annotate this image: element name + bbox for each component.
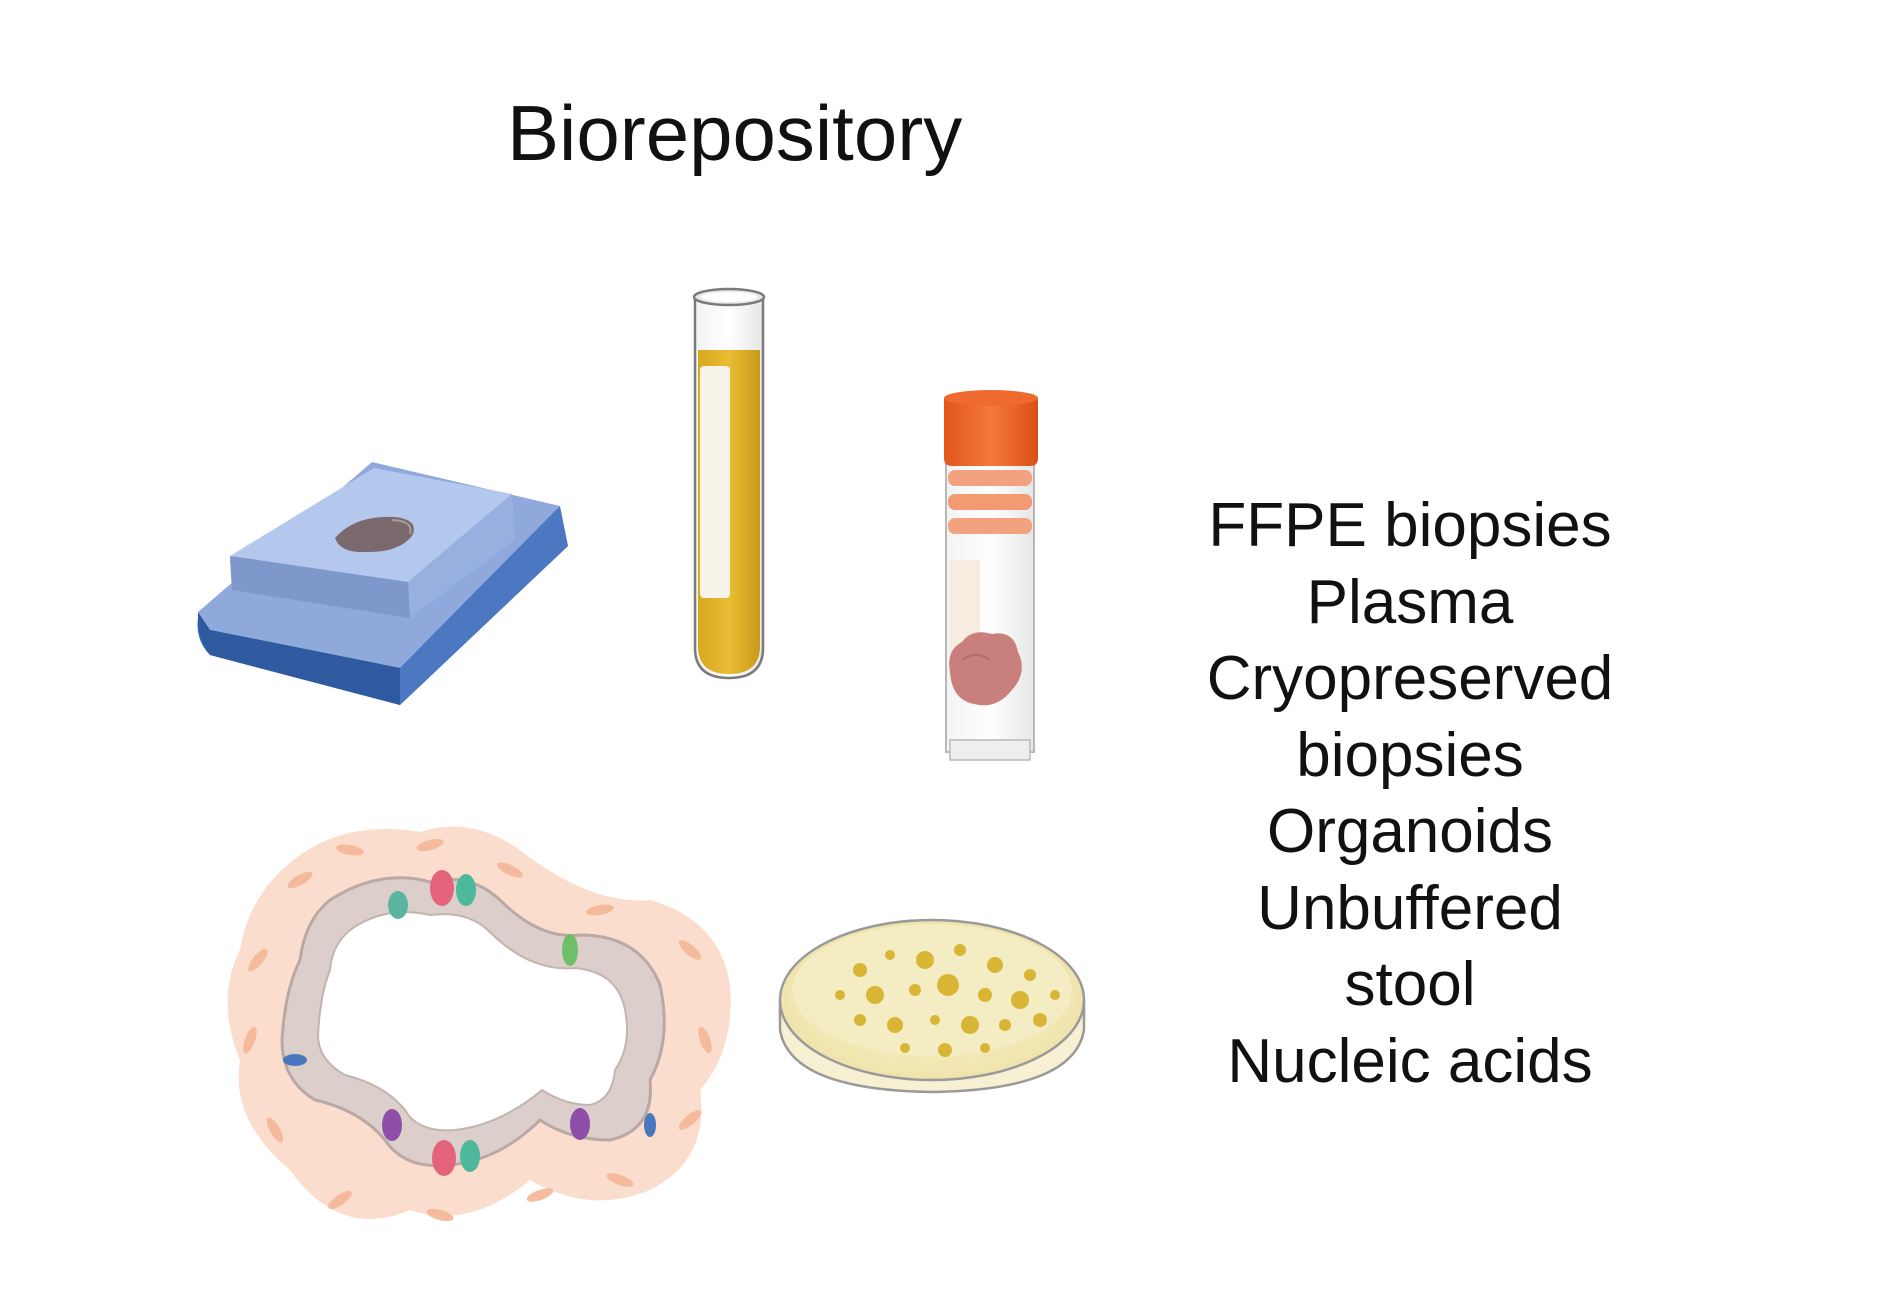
list-item: Cryopreserved [1206,644,1614,713]
list-item: Unbuffered [1257,873,1563,943]
cryovial-icon [944,390,1038,761]
sample-type-list: FFPE biopsies Plasma Cryopreserved biops… [1150,488,1670,1100]
tissue-slide-icon [197,462,568,705]
organoid-icon [227,826,731,1222]
list-item: Organoids [1266,797,1554,866]
petri-dish-icon [778,918,1086,1094]
list-item: biopsies [1296,720,1524,790]
list-item: Nucleic acids [1227,1026,1593,1096]
list-item: FFPE biopsies [1208,491,1612,560]
page-title: Biorepository [507,89,963,177]
list-item: stool [1344,950,1476,1019]
plasma-tube-icon [692,287,766,680]
list-item: Plasma [1306,567,1514,637]
